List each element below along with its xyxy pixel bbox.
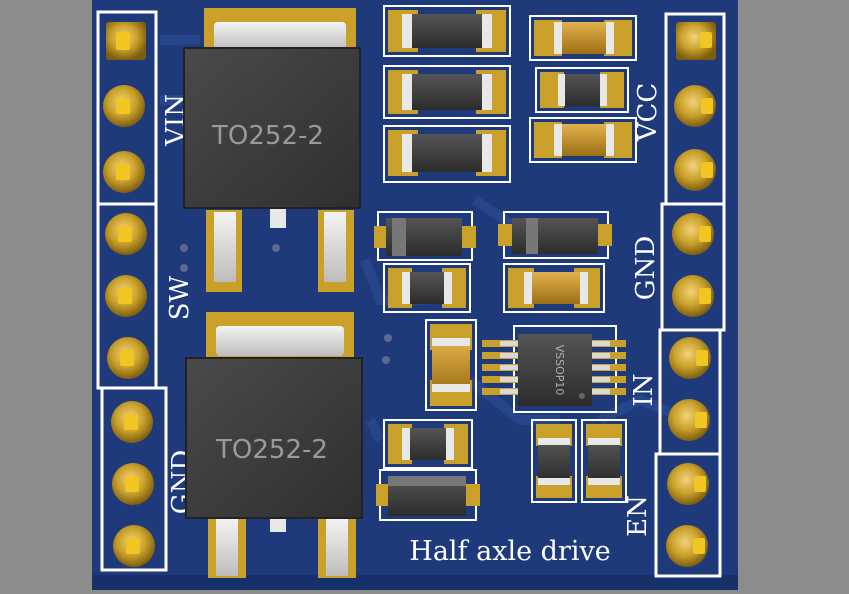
board-title: Half axle drive bbox=[409, 536, 610, 567]
right-pin-8 bbox=[667, 463, 709, 505]
smd-diode-1 bbox=[374, 211, 476, 261]
label-gnd-right: GND bbox=[631, 236, 661, 300]
right-pin-1 bbox=[676, 22, 716, 60]
right-header: VCC GND IN EN bbox=[623, 12, 726, 578]
left-pin-1 bbox=[106, 22, 146, 60]
smd-capacitor-4 bbox=[425, 319, 477, 411]
regulator-1: TO252-2 bbox=[183, 8, 361, 292]
right-pin-3 bbox=[674, 149, 716, 191]
smd-diode-2 bbox=[498, 211, 612, 259]
regulator-2: TO252-2 bbox=[185, 312, 363, 578]
smd-resistor-8 bbox=[581, 419, 627, 503]
ic-vssop10: VSSOP10 bbox=[482, 325, 626, 413]
smd-capacitor-1 bbox=[529, 15, 637, 61]
smd-resistor-1 bbox=[383, 5, 511, 57]
left-header: VIN SW GND bbox=[96, 10, 197, 572]
right-pin-5 bbox=[672, 275, 714, 317]
right-pin-4 bbox=[672, 213, 714, 255]
left-pin-2 bbox=[103, 85, 145, 127]
left-pin-5 bbox=[105, 275, 147, 317]
label-sw: SW bbox=[165, 275, 195, 320]
smd-resistor-4 bbox=[535, 67, 629, 113]
left-pin-9 bbox=[113, 525, 155, 567]
label-in: IN bbox=[629, 373, 659, 406]
left-pin-4 bbox=[105, 213, 147, 255]
smd-resistor-5 bbox=[383, 263, 471, 313]
right-pin-2 bbox=[674, 85, 716, 127]
smd-resistor-7 bbox=[531, 419, 577, 503]
right-pin-6 bbox=[669, 337, 711, 379]
right-pin-9 bbox=[666, 525, 708, 567]
left-pin-6 bbox=[107, 337, 149, 379]
smd-capacitor-3 bbox=[503, 263, 605, 313]
smd-diode-3 bbox=[376, 469, 480, 521]
left-header-outline-bottom bbox=[100, 386, 168, 572]
smd-resistor-6 bbox=[383, 419, 473, 469]
label-en: EN bbox=[623, 495, 653, 537]
smd-resistor-2 bbox=[383, 65, 511, 119]
left-pin-7 bbox=[111, 401, 153, 443]
pcb-edge bbox=[92, 575, 738, 590]
ic-label: VSSOP10 bbox=[553, 345, 566, 396]
smd-resistor-3 bbox=[383, 125, 511, 183]
label-vcc: VCC bbox=[633, 83, 663, 143]
left-pin-3 bbox=[103, 151, 145, 193]
left-pin-8 bbox=[112, 463, 154, 505]
right-pin-7 bbox=[668, 399, 710, 441]
right-header-outline-en bbox=[654, 452, 722, 578]
regulator-2-label: TO252-2 bbox=[215, 435, 328, 465]
vias bbox=[180, 244, 392, 364]
smd-capacitor-2 bbox=[529, 117, 637, 163]
regulator-1-label: TO252-2 bbox=[211, 121, 324, 151]
